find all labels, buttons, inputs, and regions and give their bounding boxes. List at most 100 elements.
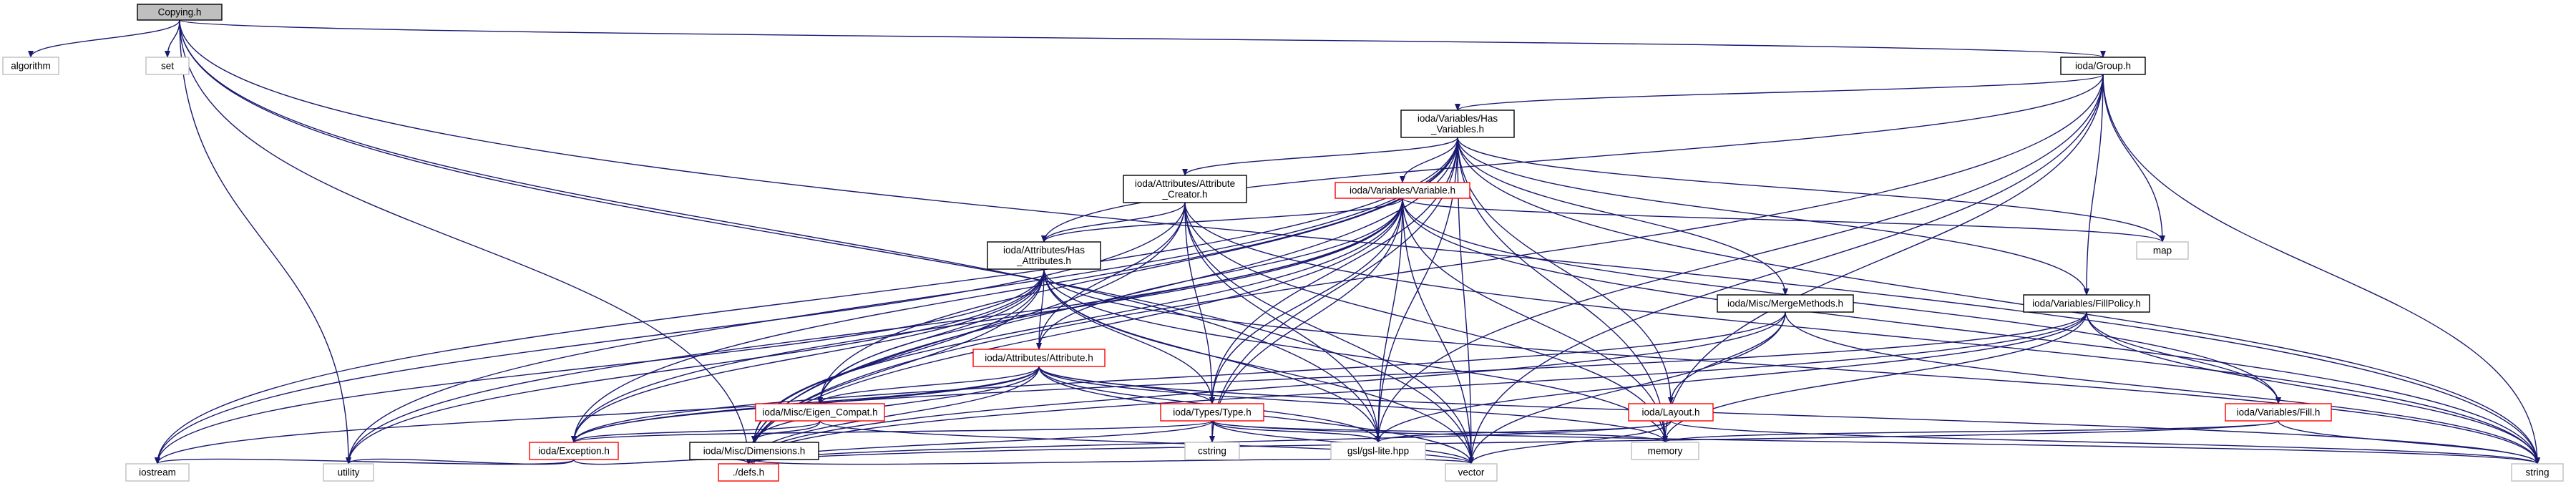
node-label: ioda/Attributes/Attribute <box>1135 178 1235 189</box>
node-label: ioda/Group.h <box>2075 61 2131 72</box>
node-label: algorithm <box>11 61 51 72</box>
edge-variable-to-cstring <box>1209 198 1403 443</box>
node-box <box>2511 463 2564 482</box>
node-box <box>137 4 223 21</box>
node-copying[interactable]: Copying.h <box>137 4 223 21</box>
edge-fill_policy-to-gsl <box>1375 311 2087 443</box>
node-box <box>689 442 819 460</box>
edge-group-to-memory <box>1662 74 2104 443</box>
edge-merge_methods-to-string <box>1785 311 2540 465</box>
edge-group-to-map <box>2102 74 2165 243</box>
node-map: map <box>2136 241 2189 260</box>
node-algorithm: algorithm <box>2 57 59 75</box>
node-has-attributes[interactable]: ioda/Attributes/Has_Attributes.h <box>987 241 1101 270</box>
edge-layout-to-vector <box>1468 420 1672 465</box>
edge-merge_methods-to-exception <box>571 311 1786 443</box>
edge-types_type-to-string <box>1211 420 2540 465</box>
edge-attribute-to-memory <box>1038 366 1668 443</box>
node-vector: vector <box>1445 463 1498 482</box>
node-box <box>2136 241 2189 260</box>
edge-copying-to-gsl <box>179 19 1381 443</box>
edge-has_attributes-to-utility <box>346 268 1045 465</box>
node-layout[interactable]: ioda/Layout.h <box>1628 403 1714 422</box>
node-label: vector <box>1458 467 1485 478</box>
edge-dimensions-to-defs <box>746 457 755 465</box>
edge-attribute-to-iostream <box>155 366 1040 465</box>
edge-variable-to-map <box>1402 198 2165 243</box>
edge-has_variables-to-map <box>1457 137 2165 243</box>
edge-copying-to-utility <box>179 19 351 465</box>
edge-has_variables-to-variable <box>1400 137 1458 183</box>
edge-has_variables-to-exception <box>571 137 1458 443</box>
node-label: ioda/Exception.h <box>538 446 610 457</box>
edge-group-to-vector <box>1468 74 2104 465</box>
edge-copying-to-vector <box>179 19 1474 465</box>
node-label: _Creator.h <box>1161 189 1207 200</box>
edge-has_variables-to-merge_methods <box>1457 137 1788 296</box>
edge-fill_policy-to-var_fill <box>2086 311 2281 404</box>
edge-types_type-to-gsl <box>1211 420 1381 443</box>
node-exception[interactable]: ioda/Exception.h <box>529 442 619 460</box>
node-label: map <box>2153 246 2172 256</box>
node-fill-policy[interactable]: ioda/Variables/FillPolicy.h <box>2023 294 2150 313</box>
edge-has_attributes-to-vector <box>1043 268 1474 465</box>
node-label: ioda/Misc/MergeMethods.h <box>1727 298 1843 309</box>
edge-variable-to-memory <box>1402 198 1668 443</box>
node-string: string <box>2511 463 2564 482</box>
edge-variable-to-has_attributes <box>1041 198 1403 243</box>
edge-attr_creator-to-attribute <box>1036 202 1186 350</box>
node-label: ioda/Misc/Eigen_Compat.h <box>762 407 877 418</box>
edge-has_variables-to-iostream <box>155 137 1458 465</box>
node-has-variables[interactable]: ioda/Variables/Has_Variables.h <box>1400 110 1515 138</box>
node-box <box>1330 442 1426 460</box>
edge-attr_creator-to-vector <box>1184 202 1474 465</box>
edge-variable-to-utility <box>346 198 1403 465</box>
node-gsl: gsl/gsl-lite.hpp <box>1330 442 1426 460</box>
edge-variable-to-string <box>1402 198 2540 465</box>
edge-merge_methods-to-defs <box>746 311 1786 465</box>
edge-attribute-to-string <box>1038 366 2540 465</box>
node-types-type[interactable]: ioda/Types/Type.h <box>1160 403 1264 422</box>
edge-has_variables-to-memory <box>1457 137 1668 443</box>
edge-fill_policy-to-defs <box>746 311 2087 465</box>
edge-fill_policy-to-string <box>2086 311 2540 465</box>
edge-attr_creator-to-types_type <box>1184 202 1215 404</box>
node-label: iostream <box>139 467 176 478</box>
node-box <box>2225 403 2332 422</box>
node-box <box>1160 403 1264 422</box>
node-eigen-compat[interactable]: ioda/Misc/Eigen_Compat.h <box>755 403 885 422</box>
node-attr-creator[interactable]: ioda/Attributes/Attribute_Creator.h <box>1123 175 1247 203</box>
edge-attr_creator-to-iostream <box>155 202 1186 465</box>
node-label: ioda/Attributes/Has <box>1003 245 1085 256</box>
node-box <box>1445 463 1498 482</box>
edge-copying-to-defs <box>179 19 751 465</box>
node-label: gsl/gsl-lite.hpp <box>1347 446 1409 457</box>
edge-attr_creator-to-gsl <box>1184 202 1381 443</box>
edge-has_attributes-to-types_type <box>1043 268 1215 404</box>
node-label: set <box>161 61 174 72</box>
node-label: memory <box>1648 446 1683 457</box>
node-box <box>529 442 619 460</box>
node-attribute[interactable]: ioda/Attributes/Attribute.h <box>972 349 1106 367</box>
node-merge-methods[interactable]: ioda/Misc/MergeMethods.h <box>1717 294 1854 313</box>
node-dimensions[interactable]: ioda/Misc/Dimensions.h <box>689 442 819 460</box>
node-variable[interactable]: ioda/Variables/Variable.h <box>1335 182 1470 199</box>
node-var-fill[interactable]: ioda/Variables/Fill.h <box>2225 403 2332 422</box>
edge-attribute-to-eigen_compat <box>817 366 1040 404</box>
node-box <box>2023 294 2150 313</box>
node-group[interactable]: ioda/Group.h <box>2060 57 2146 75</box>
node-defs[interactable]: ./defs.h <box>718 463 779 482</box>
node-label: ioda/Layout.h <box>1641 407 1699 418</box>
file-nodes: Copying.h algorithm set ioda/Group.h ioda/Va… <box>2 4 2564 482</box>
edge-has_attributes-to-exception <box>571 268 1045 443</box>
node-utility: utility <box>323 463 374 482</box>
edge-variable-to-vector <box>1402 198 1474 465</box>
node-label: ioda/Variables/FillPolicy.h <box>2032 298 2141 309</box>
node-box <box>145 57 190 75</box>
edge-fill_policy-to-exception <box>571 311 2087 443</box>
node-box <box>1628 403 1714 422</box>
edge-has_attributes-to-string <box>1043 268 2540 465</box>
edge-exception-to-defs <box>573 457 751 465</box>
node-label: ioda/Attributes/Attribute.h <box>985 353 1093 364</box>
